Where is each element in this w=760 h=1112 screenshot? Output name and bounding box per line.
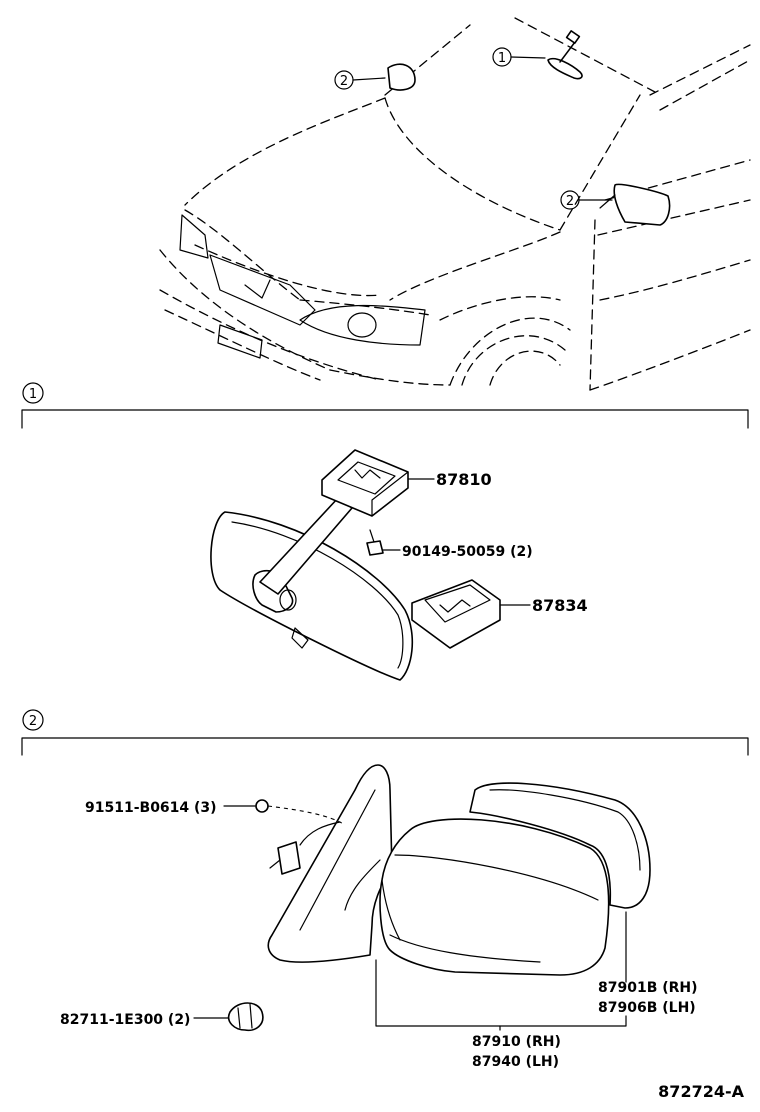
label-87910: 87910 (RH) [472, 1034, 561, 1050]
section-inner-mirror: 1 87810 90149-50059 (2) 87834 [21, 382, 749, 681]
section-2-marker: 2 [29, 714, 37, 729]
outer-mirror-connector [277, 841, 301, 875]
car-marker-2-left: 2 [340, 74, 348, 89]
section-1-marker: 1 [29, 387, 37, 402]
outer-mirror-base [267, 764, 393, 963]
inner-mirror-body [210, 511, 414, 681]
inner-mirror-bracket [321, 449, 409, 517]
label-87901B: 87901B (RH) [598, 980, 698, 996]
outer-mirror-nut [255, 799, 269, 813]
car-marker-1: 1 [498, 51, 506, 66]
inner-mirror-screw [366, 540, 384, 556]
label-87810: 87810 [436, 470, 492, 489]
label-87834: 87834 [532, 596, 588, 615]
section-outer-mirror: 2 91511-B0614 (3) 82711-1E300 (2) 87901B… [21, 709, 749, 1070]
label-82711-1E300: 82711-1E300 (2) [60, 1012, 190, 1028]
label-87906B: 87906B (LH) [598, 1000, 696, 1016]
car-overview: 1 2 2 [159, 17, 751, 391]
section-2-bracket [21, 737, 749, 756]
label-91511-B0614: 91511-B0614 (3) [85, 800, 217, 816]
outer-mirror-clip [227, 1002, 264, 1032]
outer-mirror-glass [469, 782, 651, 909]
diagram-code: 872724-A [658, 1082, 744, 1101]
outer-mirror-housing [379, 818, 610, 976]
section-1-bracket [21, 409, 749, 429]
car-marker-2-right: 2 [566, 194, 574, 209]
label-90149-50059: 90149-50059 (2) [402, 544, 533, 560]
label-87940: 87940 (LH) [472, 1054, 559, 1070]
